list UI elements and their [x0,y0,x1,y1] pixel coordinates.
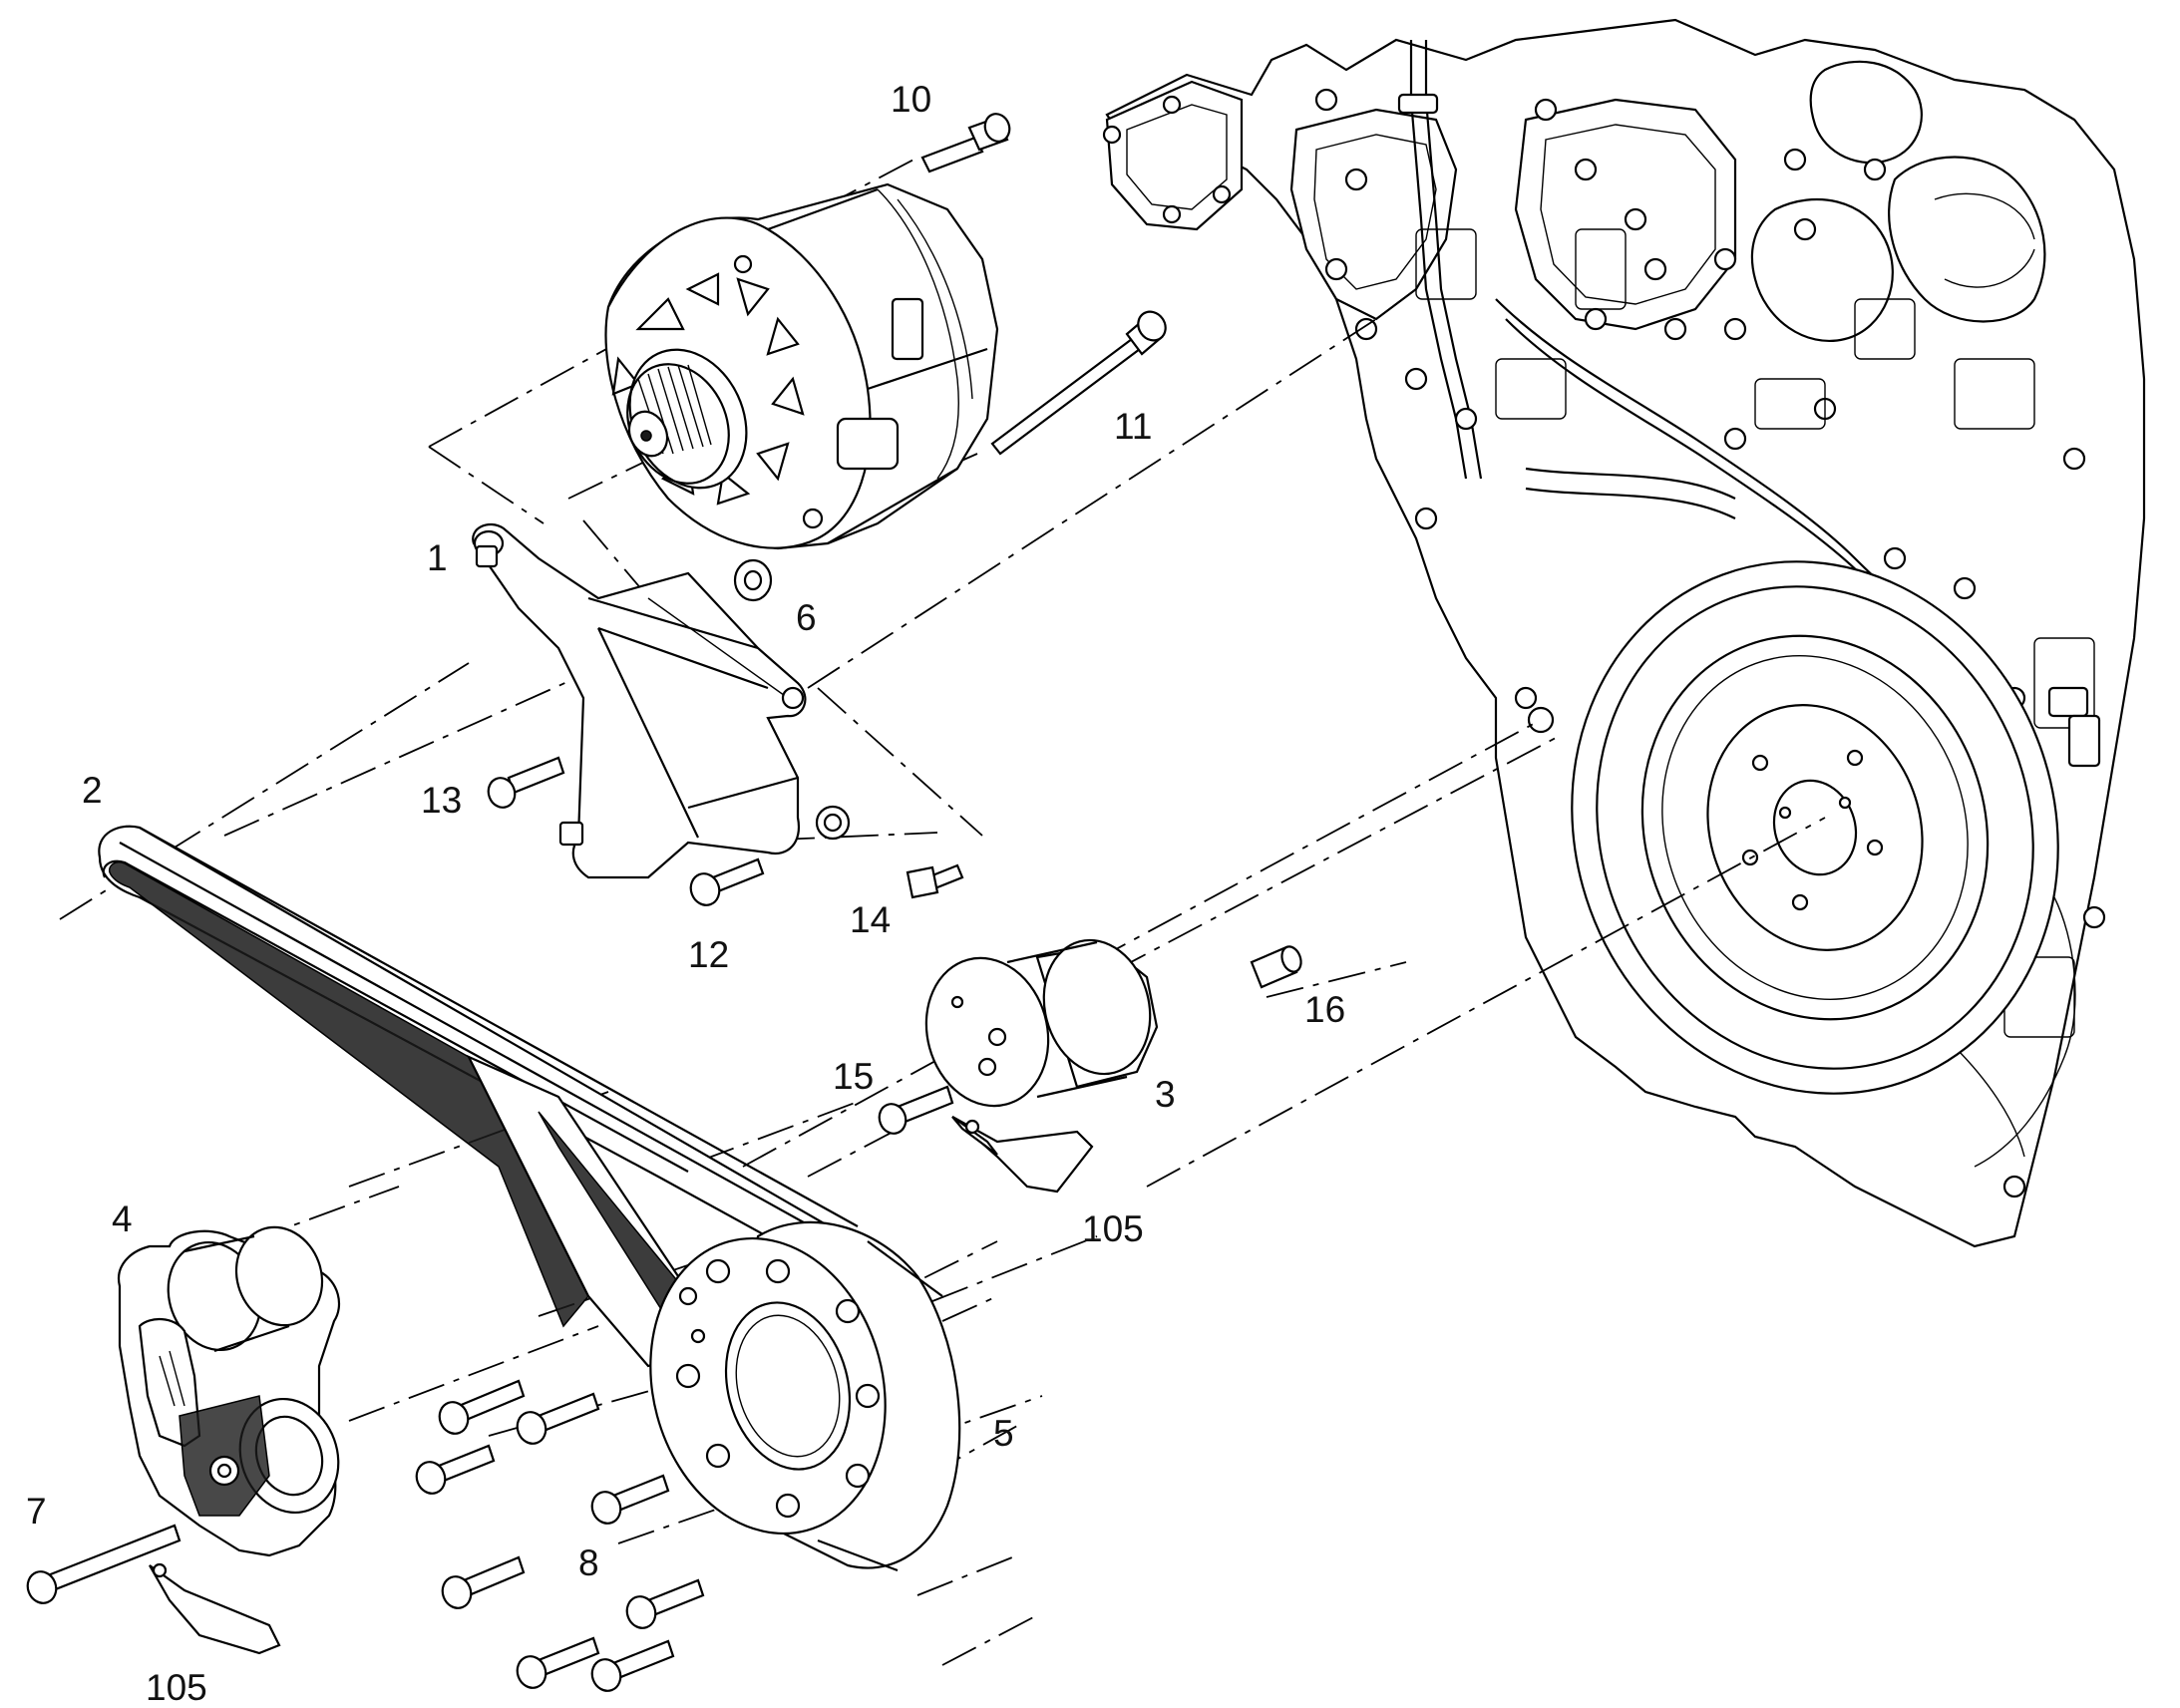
sealant-tube-105-upper [951,1116,1094,1194]
alternator [604,182,999,550]
callout-1: 1 [427,537,448,578]
idler-3 [924,938,1159,1108]
bolt-14 [906,863,964,899]
washer-6 [733,558,773,602]
flywheel-damper [1527,560,2059,1095]
callout-13: 13 [421,780,462,821]
bolt-11 [990,310,1167,456]
bolt-13 [487,756,565,809]
belt-2 [98,825,887,1368]
callout-10: 10 [891,79,931,120]
bolt-15 [878,1085,954,1135]
bolts-8 [415,1379,705,1692]
callout-6: 6 [796,597,817,638]
callout-15: 15 [833,1056,874,1097]
callout-16: 16 [1304,989,1345,1030]
sealant-tube-105-lower [149,1562,281,1655]
callout-7: 7 [26,1491,47,1532]
callout-2: 2 [82,770,103,811]
bolt-10 [920,113,1011,173]
callout-11: 11 [1114,406,1152,447]
callout-14: 14 [850,899,891,940]
callout-5: 5 [993,1413,1014,1454]
tensioner-4 [117,1225,341,1557]
bolt-7 [26,1524,182,1604]
callout-105-lower: 105 [146,1667,207,1708]
dowel-16 [1250,945,1302,989]
bracket-1 [472,522,851,879]
callout-labels: 1 2 3 4 5 6 7 8 10 11 12 13 14 15 16 105… [26,79,1345,1708]
callout-8: 8 [578,1542,599,1583]
callout-4: 4 [112,1198,133,1239]
bolt-12 [689,857,765,906]
pulley-5 [649,1220,961,1572]
callout-12: 12 [688,934,729,975]
callout-105-upper: 105 [1082,1208,1144,1249]
engine-block [1102,18,2146,1248]
callout-3: 3 [1155,1074,1176,1115]
